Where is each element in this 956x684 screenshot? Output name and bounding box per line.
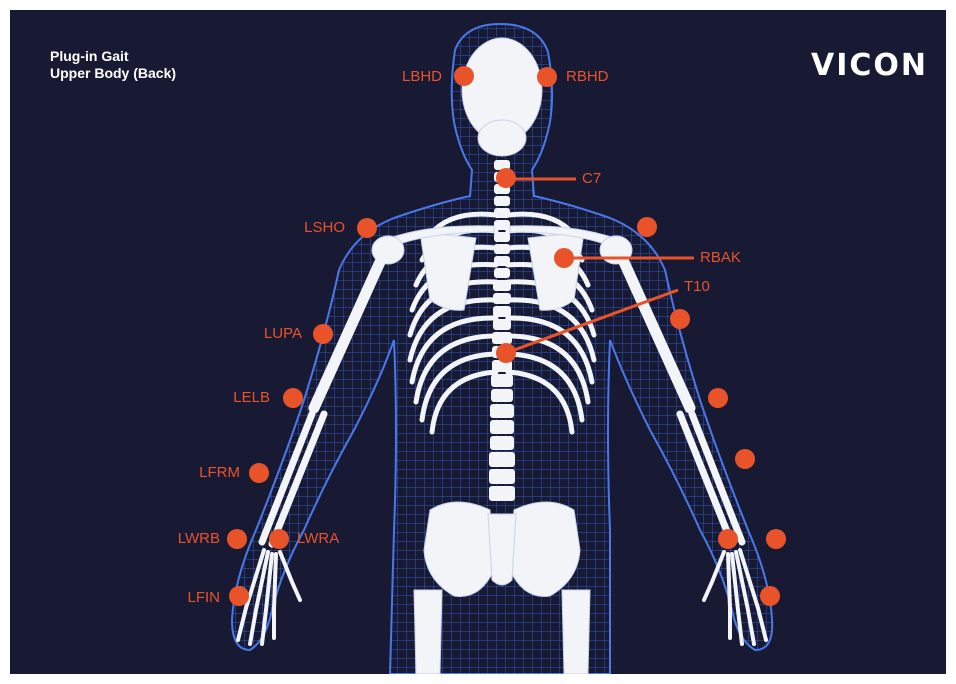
- marker-rfin: [760, 586, 780, 606]
- vicon-logo: VICON: [811, 48, 928, 83]
- marker-relb: [708, 388, 728, 408]
- marker-t10: [496, 343, 516, 363]
- marker-rwrb: [766, 529, 786, 549]
- body-figure: [10, 10, 946, 674]
- marker-lfrm: [249, 463, 269, 483]
- label-rbak: RBAK: [700, 249, 741, 267]
- marker-rsho: [637, 217, 657, 237]
- marker-lelb: [283, 388, 303, 408]
- marker-rupa: [670, 309, 690, 329]
- diagram-panel: Plug-in Gait Upper Body (Back) VICON LBH…: [10, 10, 946, 674]
- label-lfin: LFIN: [160, 589, 220, 607]
- label-lupa: LUPA: [242, 325, 302, 343]
- marker-lupa: [313, 324, 333, 344]
- marker-lbhd: [454, 66, 474, 86]
- label-lfrm: LFRM: [180, 464, 240, 482]
- label-rbhd: RBHD: [566, 68, 609, 86]
- marker-rbak: [554, 248, 574, 268]
- marker-rwra: [718, 529, 738, 549]
- label-lelb: LELB: [210, 389, 270, 407]
- label-lbhd: LBHD: [382, 68, 442, 86]
- marker-rbhd: [537, 67, 557, 87]
- marker-rfrm: [735, 449, 755, 469]
- label-c7: C7: [582, 170, 601, 188]
- title-line-1: Plug-in Gait: [50, 48, 176, 65]
- marker-c7: [496, 168, 516, 188]
- marker-lwra: [269, 529, 289, 549]
- label-lsho: LSHO: [285, 219, 345, 237]
- marker-lwrb: [227, 529, 247, 549]
- label-lwra: LWRA: [297, 530, 339, 548]
- label-lwrb: LWRB: [160, 530, 220, 548]
- diagram-title: Plug-in Gait Upper Body (Back): [50, 48, 176, 82]
- marker-lsho: [357, 218, 377, 238]
- label-t10: T10: [684, 278, 710, 296]
- marker-lfin: [229, 586, 249, 606]
- title-line-2: Upper Body (Back): [50, 65, 176, 82]
